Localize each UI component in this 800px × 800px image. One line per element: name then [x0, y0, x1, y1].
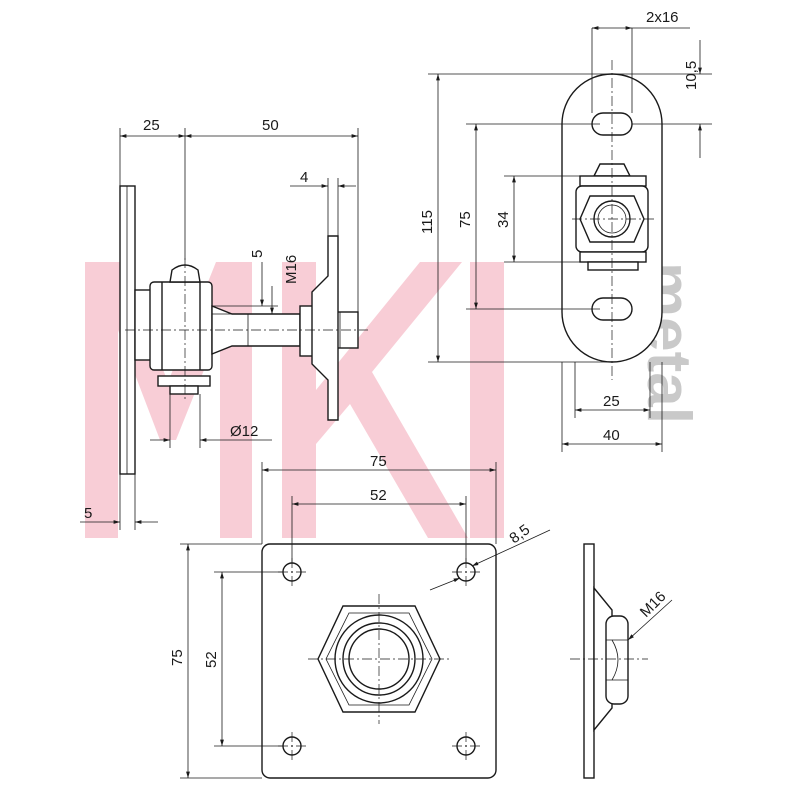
dim-plate-height: 75: [169, 649, 186, 666]
dim-pin-diameter: Ø12: [230, 423, 258, 440]
base-plate-view: 75 52 8,5 75 52: [169, 453, 551, 779]
hinge-barrel: [149, 281, 213, 371]
dim-length: 50: [262, 117, 279, 134]
dim-shoulder: 5: [249, 250, 266, 258]
dim-inner-width: 25: [603, 393, 620, 410]
side-profile-view: M16: [570, 543, 673, 779]
dim-nut-span: 34: [495, 211, 512, 228]
dim-total-width: 40: [603, 427, 620, 444]
dim-hole-diameter: 8,5: [506, 521, 533, 547]
dim-slot-offset: 10,5: [683, 61, 700, 90]
dim-thread-profile: M16: [637, 588, 670, 621]
lower-washer: [157, 375, 211, 387]
dim-hole-spacing-x: 52: [370, 487, 387, 504]
profile-plate: [583, 543, 595, 779]
dim-plate-offset: 25: [143, 117, 160, 134]
side-view: 25 50 4 5 M16 Ø12 5: [80, 117, 368, 530]
dim-hole-spacing-y: 52: [203, 651, 220, 668]
dim-hole-spacing: 75: [457, 211, 474, 228]
profile-hex-nut: [605, 615, 629, 705]
dim-thread-side: M16: [283, 255, 300, 284]
dim-flange: 4: [300, 169, 308, 186]
dim-plate-width: 75: [370, 453, 387, 470]
flange-plate: [311, 235, 339, 421]
dim-total-height: 115: [419, 210, 436, 234]
dim-plate-thickness: 5: [84, 505, 92, 522]
front-view: 2x16 10,5 115 75 34 25 40: [419, 9, 712, 452]
dim-slot-size: 2x16: [646, 9, 679, 26]
